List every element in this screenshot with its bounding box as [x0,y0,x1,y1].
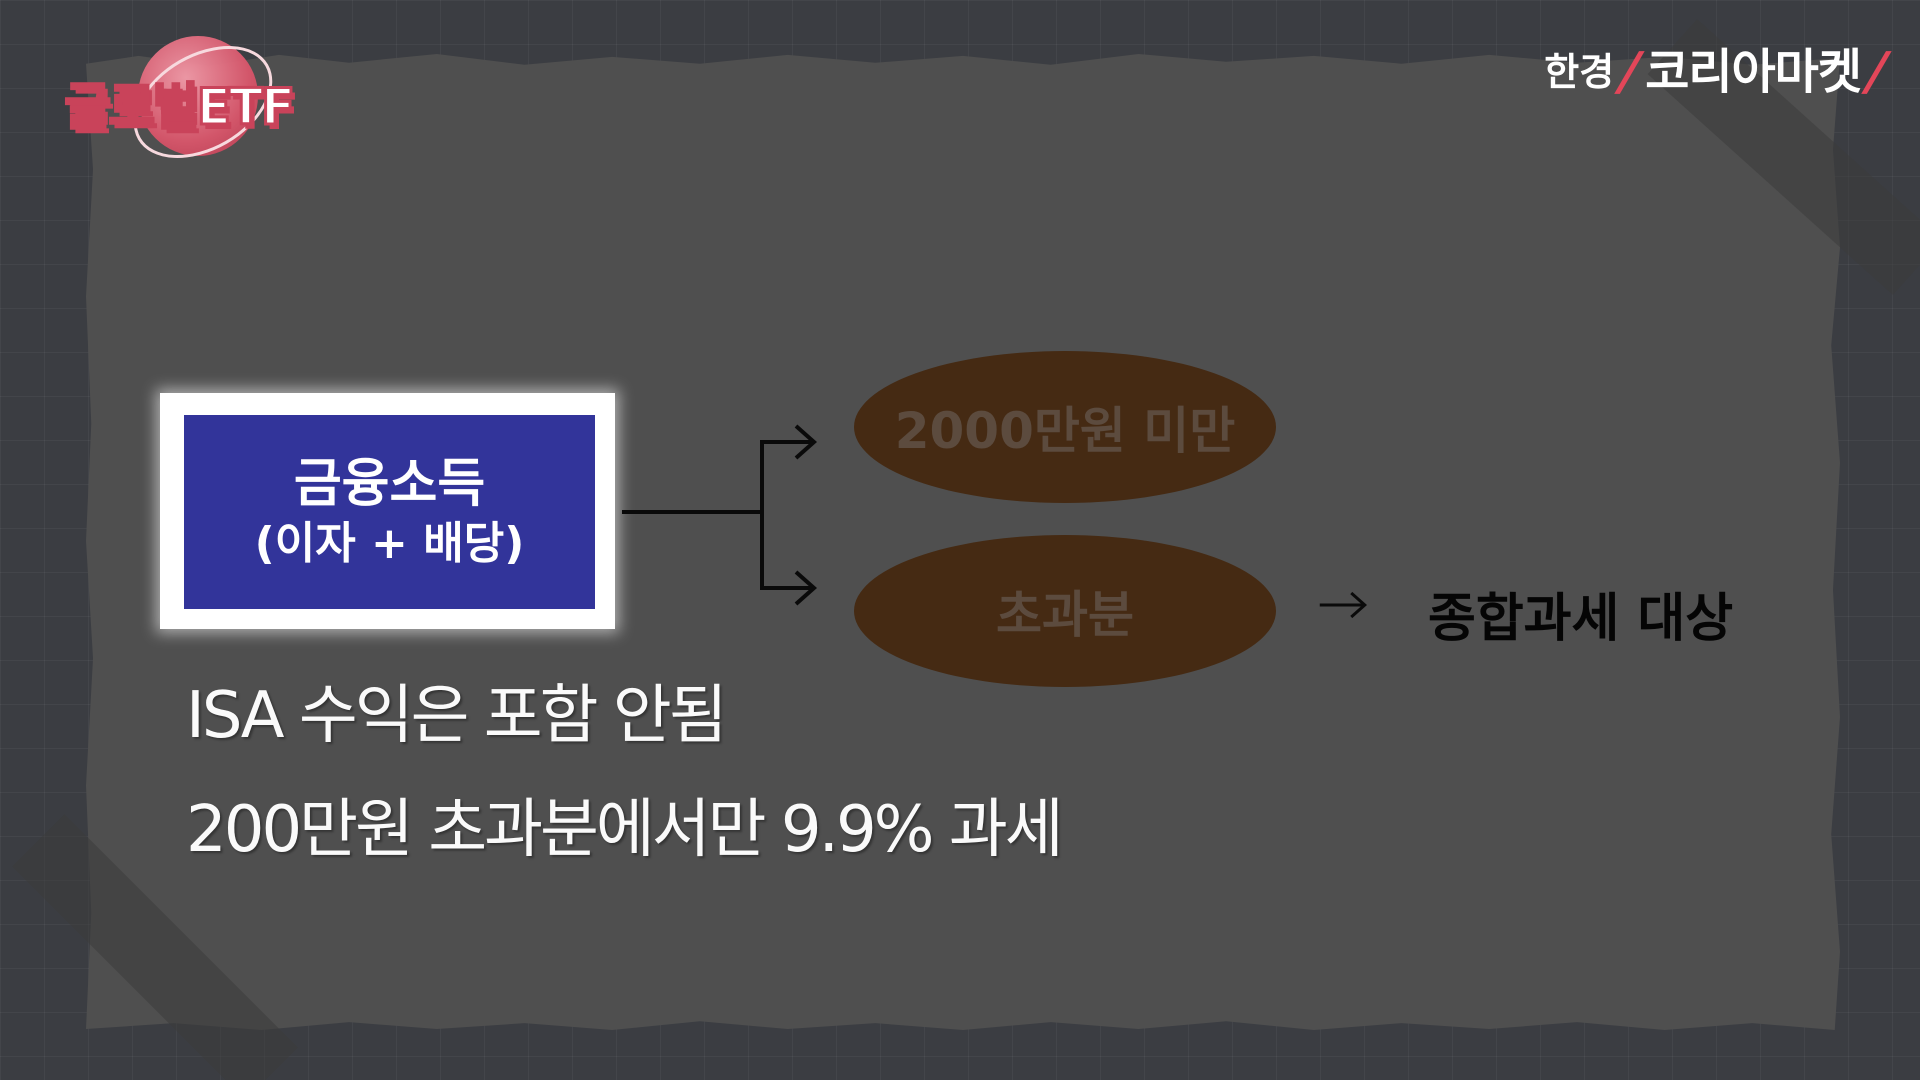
note-isa: ISA 수익은 포함 안됨 [186,679,728,753]
brand-name: 코리아마켓 [1645,44,1862,100]
global-etf-logo: 글로벌ETF [34,22,324,182]
comprehensive-tax-label: 종합과세 대상 [1428,589,1734,649]
connector-lower [760,586,812,590]
branch-excess: 초과분 [854,535,1276,687]
arrow-right-icon [1319,591,1368,619]
financial-income-box: 금융소득 (이자 + 배당) [160,393,615,629]
note-tax-rate: 200만원 초과분에서만 9.9% 과세 [186,793,1064,867]
branch-under-20m: 2000만원 미만 [854,351,1276,503]
connector-upper [760,440,812,444]
logo-text: 글로벌ETF [63,77,296,138]
branch-excess-label: 초과분 [996,586,1134,644]
brand-prefix: 한경 [1544,50,1615,94]
arrowhead-lower-icon [794,570,818,606]
arrowhead-upper-icon [794,424,818,460]
brand-slash-icon: / [1612,42,1648,102]
brand-logo: 한경 / 코리아마켓 / [1544,38,1894,102]
brand-slash-icon-end: / [1858,42,1895,102]
connector-horizontal [622,510,762,514]
connector-vertical [760,440,764,590]
globe-icon [138,36,258,156]
financial-income-title: 금융소득 [293,454,486,514]
branch-under-20m-label: 2000만원 미만 [894,402,1236,460]
financial-income-inner: 금융소득 (이자 + 배당) [184,415,595,609]
financial-income-subtitle: (이자 + 배당) [254,518,525,569]
